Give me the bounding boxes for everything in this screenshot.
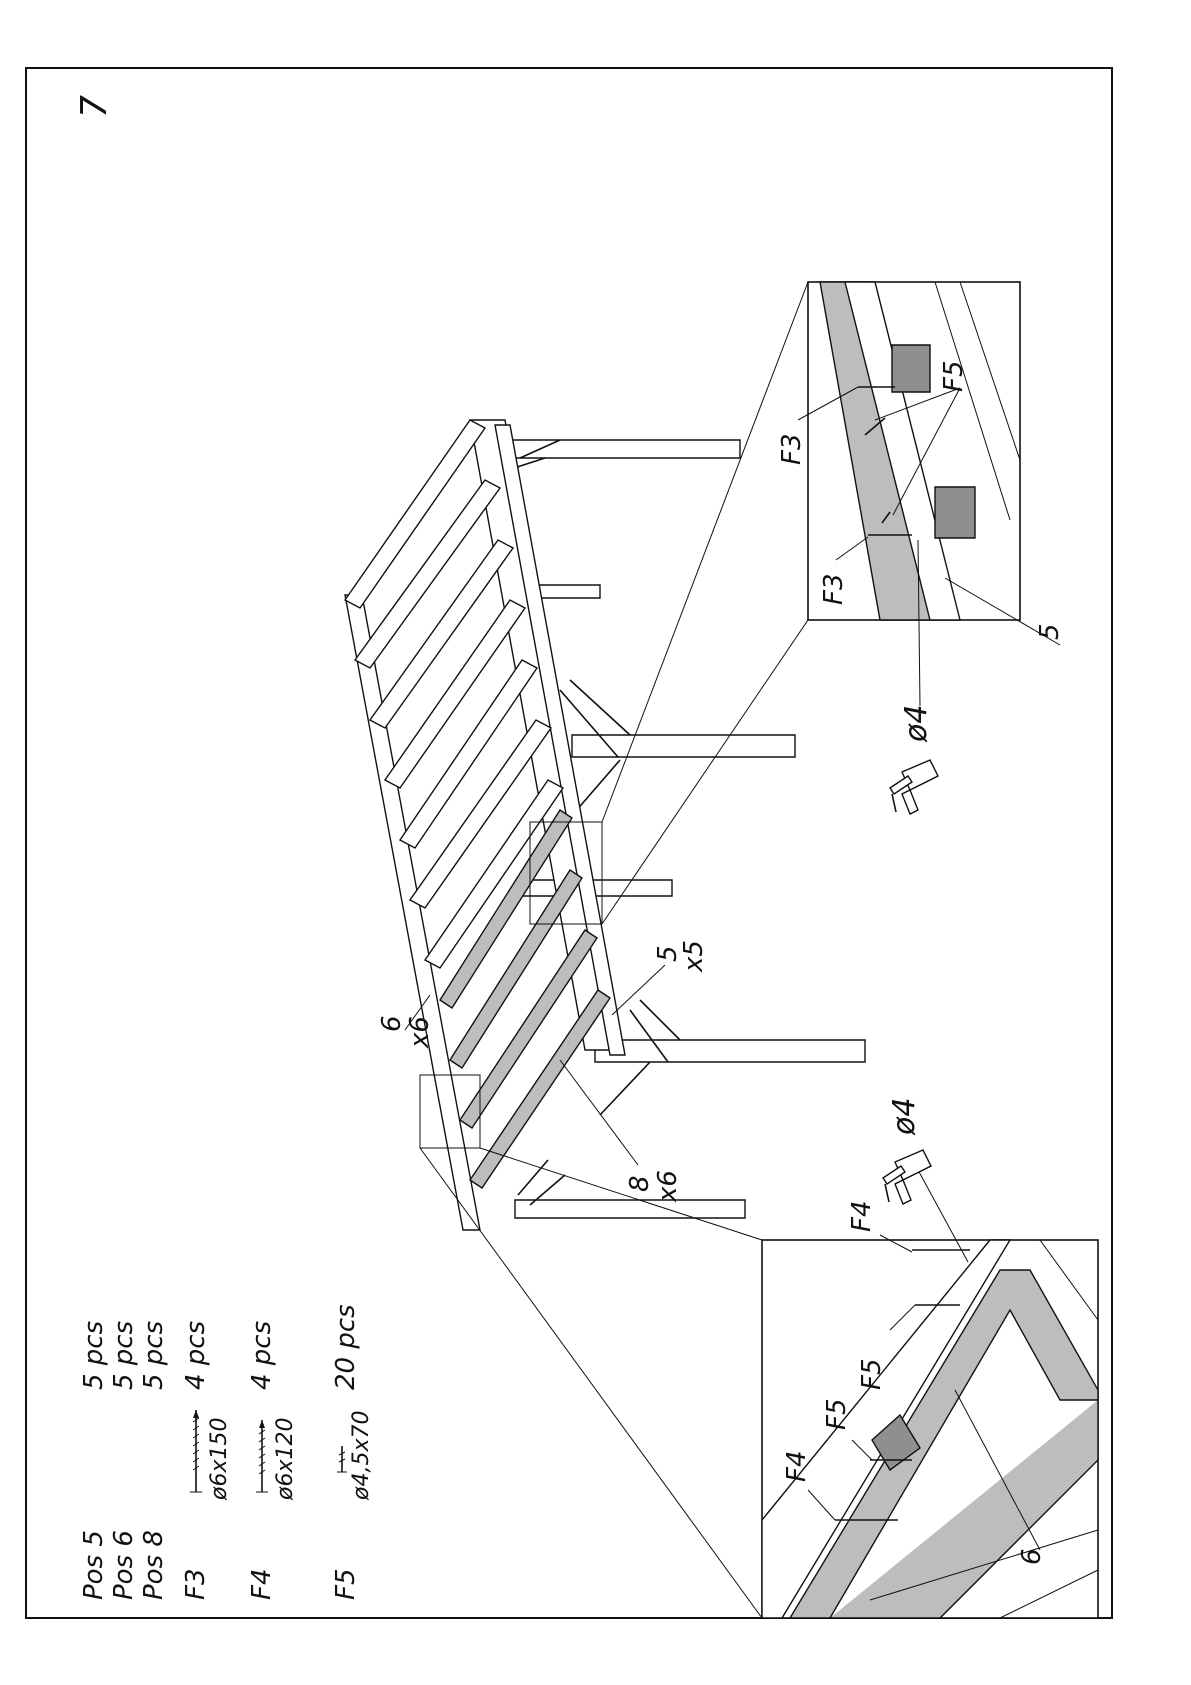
svg-text:F5: F5	[939, 361, 969, 393]
step-number: 7	[74, 95, 115, 118]
svg-text:F3: F3	[819, 574, 849, 606]
part-label-f3: F3	[181, 1569, 211, 1601]
part-qty-f5: 20 pcs	[331, 1304, 361, 1390]
part-label-f4: F4	[247, 1569, 277, 1601]
part-qty-f4: 4 pcs	[247, 1321, 277, 1390]
part-size-f4: ø6x120	[273, 1418, 298, 1501]
svg-text:F3: F3	[777, 434, 807, 466]
part-qty-pos8: 5 pcs	[139, 1321, 169, 1390]
part-label-pos5: Pos 5	[79, 1530, 109, 1600]
callout-pos5-qty: x5	[679, 940, 709, 973]
detail-bottom-drill-label: ø4	[887, 1098, 922, 1136]
callout-pos6-qty: x6	[405, 1016, 435, 1049]
svg-text:F4: F4	[782, 1451, 812, 1483]
detail-top-drill-label: ø4	[899, 705, 934, 743]
part-qty-pos5: 5 pcs	[79, 1321, 109, 1390]
part-qty-pos6: 5 pcs	[109, 1321, 139, 1390]
callout-pos6-number: 6	[377, 1015, 407, 1032]
part-size-f3: ø6x150	[207, 1418, 232, 1501]
part-size-f5: ø4,5x70	[349, 1411, 374, 1501]
svg-text:F5: F5	[822, 1399, 852, 1431]
part-qty-f3: 4 pcs	[181, 1321, 211, 1390]
callout-pos8-qty: x6	[653, 1170, 683, 1203]
svg-text:F4: F4	[847, 1201, 877, 1233]
part-label-f5: F5	[331, 1569, 361, 1601]
callout-pos8-number: 8	[625, 1175, 655, 1192]
svg-text:5: 5	[1035, 623, 1065, 640]
part-label-pos6: Pos 6	[109, 1530, 139, 1600]
svg-text:6: 6	[1017, 1548, 1047, 1565]
svg-text:F5: F5	[857, 1359, 887, 1391]
part-label-pos8: Pos 8	[139, 1530, 169, 1600]
